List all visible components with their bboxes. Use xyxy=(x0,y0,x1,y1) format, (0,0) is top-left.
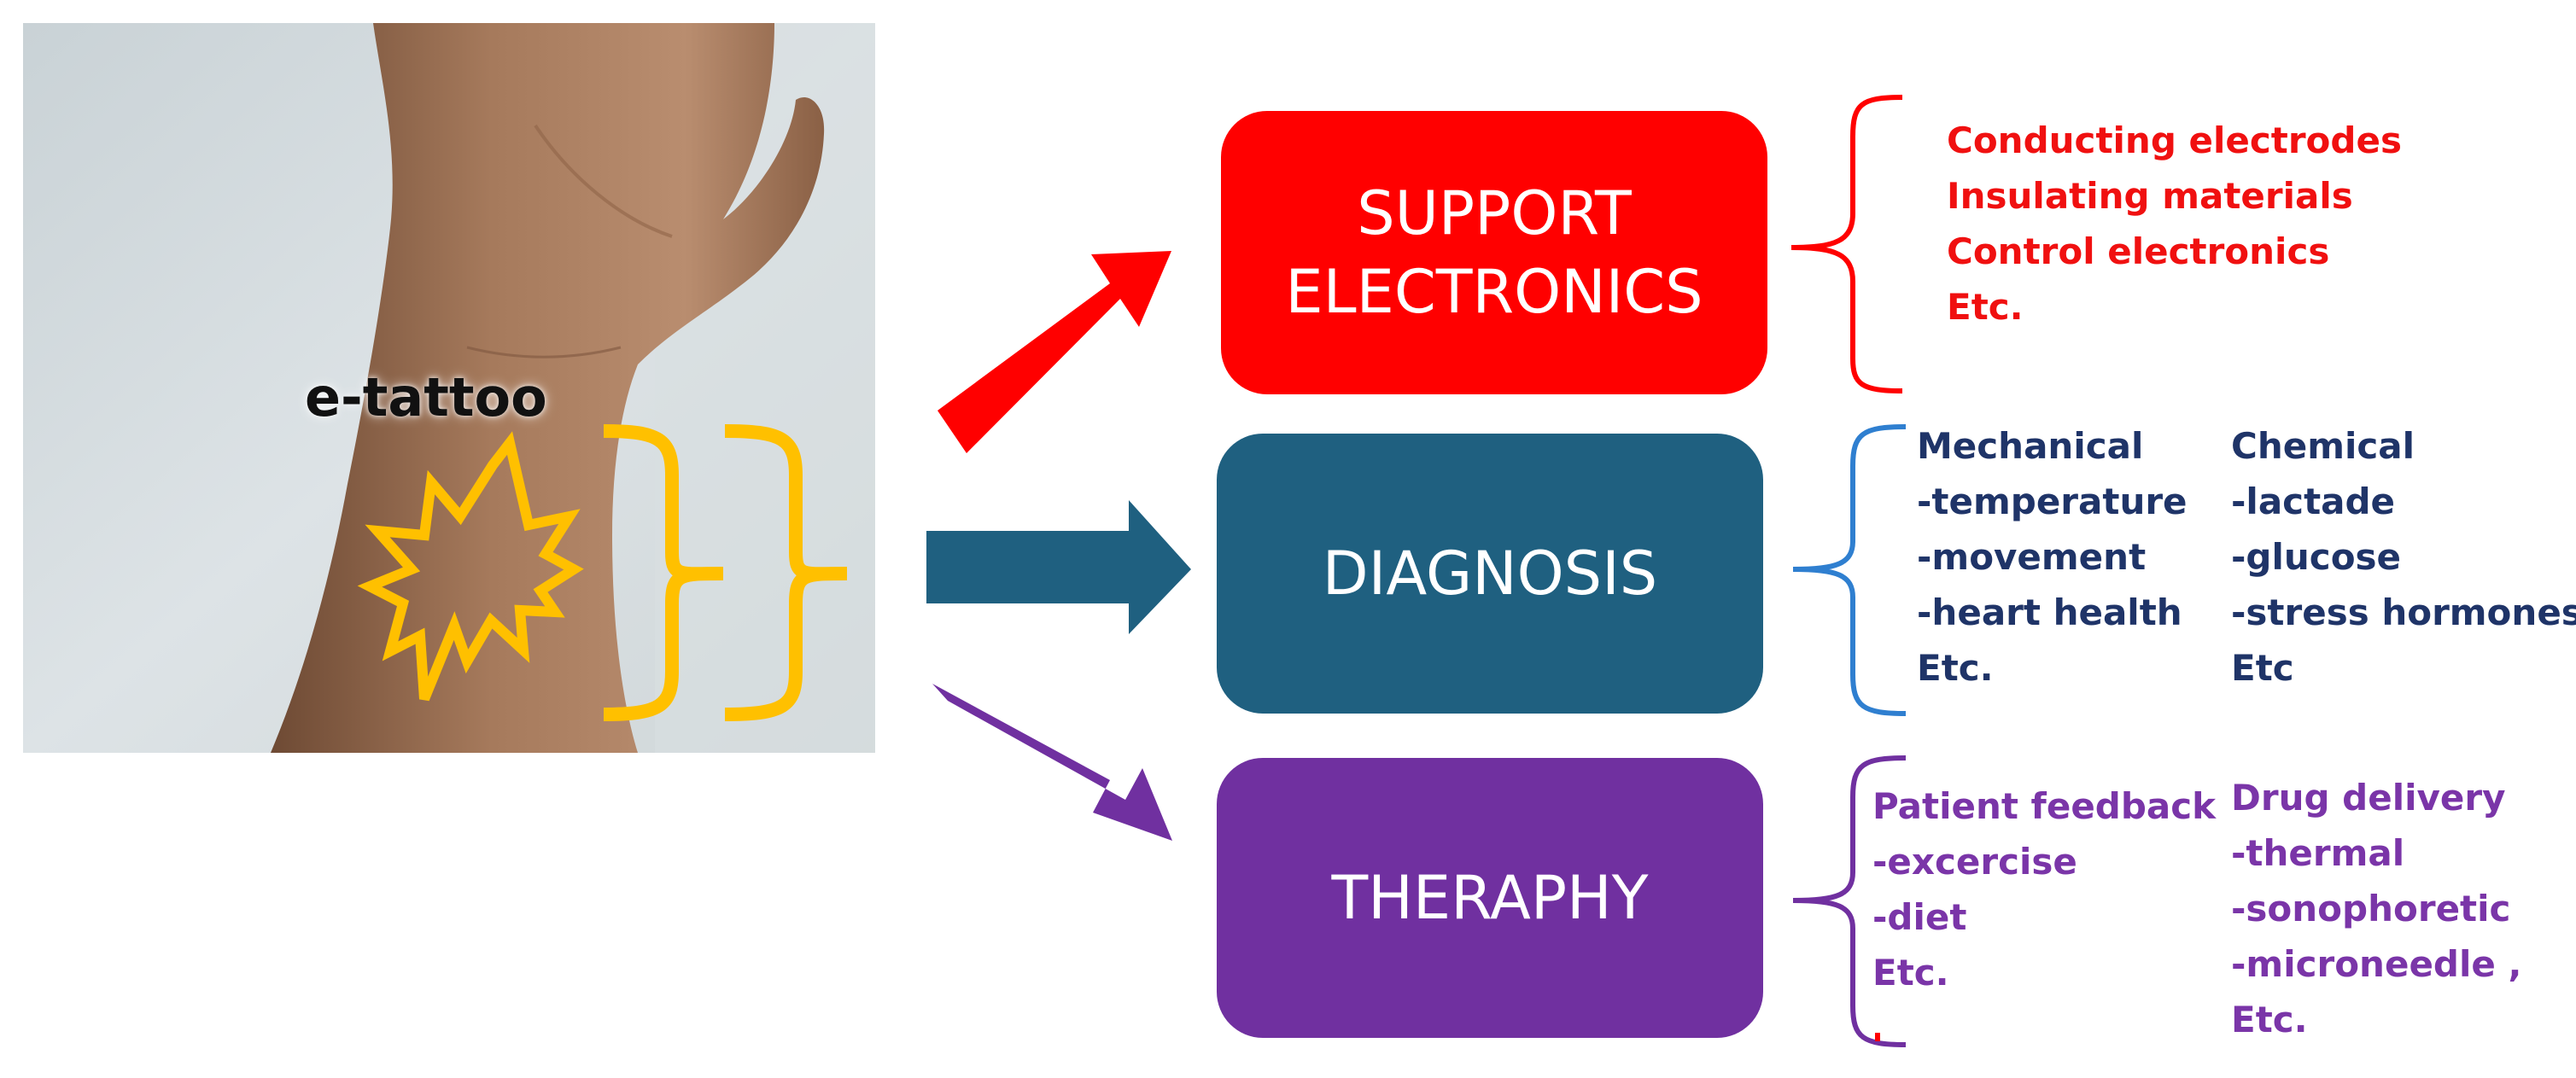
red-arrow-icon xyxy=(938,251,1171,453)
mechanical-list: Mechanical -temperature -movement -heart… xyxy=(1917,418,2188,696)
list-item: Control electronics xyxy=(1947,230,2330,272)
list-item: Etc. xyxy=(1872,952,1949,994)
list-item: Conducting electrodes xyxy=(1947,119,2402,161)
diagnosis-box: DIAGNOSIS xyxy=(1217,434,1763,714)
list-item: -diet xyxy=(1872,896,1967,938)
yellow-brace-1-icon xyxy=(603,424,724,721)
blue-bracket-icon xyxy=(1792,424,1907,716)
wrist-illustration xyxy=(23,23,875,753)
list-item: Chemical xyxy=(2231,425,2415,467)
e-tattoo-starburst-icon xyxy=(357,431,584,702)
red-bracket-icon xyxy=(1790,95,1903,393)
list-item: Insulating materials xyxy=(1947,175,2353,217)
list-item: Mechanical xyxy=(1917,425,2144,467)
list-item: -microneedle , xyxy=(2231,943,2522,985)
support-list: Conducting electrodes Insulating materia… xyxy=(1947,113,2402,335)
teal-arrow-icon xyxy=(926,500,1191,634)
list-item: -heart health xyxy=(1917,591,2182,633)
therapy-box: THERAPHY xyxy=(1217,758,1763,1038)
red-dot-mark xyxy=(1875,1033,1880,1041)
list-item: -temperature xyxy=(1917,481,2188,522)
yellow-brace-2-icon xyxy=(724,424,848,721)
list-item: -glucose xyxy=(2231,536,2402,578)
list-item: -lactade xyxy=(2231,481,2396,522)
list-item: Etc. xyxy=(2231,999,2308,1040)
list-item: -movement xyxy=(1917,536,2147,578)
e-tattoo-label: e-tattoo xyxy=(305,366,547,428)
list-item: Etc xyxy=(2231,647,2294,689)
list-item: -excercise xyxy=(1872,841,2077,883)
list-item: Etc. xyxy=(1947,286,2024,328)
list-item: -stress hormones xyxy=(2231,591,2576,633)
support-electronics-box: SUPPORT ELECTRONICS xyxy=(1221,111,1767,394)
list-item: Patient feedback xyxy=(1872,785,2217,827)
drug-delivery-list: Drug delivery -thermal -sonophoretic -mi… xyxy=(2231,770,2521,1047)
list-item: Etc. xyxy=(1917,647,1994,689)
wrist-photo: e-tattoo xyxy=(23,23,875,753)
list-item: -thermal xyxy=(2231,832,2405,874)
chemical-list: Chemical -lactade -glucose -stress hormo… xyxy=(2231,418,2576,696)
purple-arrow-icon xyxy=(932,684,1172,841)
list-item: Drug delivery xyxy=(2231,777,2506,819)
list-item: -sonophoretic xyxy=(2231,888,2511,929)
patient-feedback-list: Patient feedback -excercise -diet Etc. xyxy=(1872,778,2216,1000)
